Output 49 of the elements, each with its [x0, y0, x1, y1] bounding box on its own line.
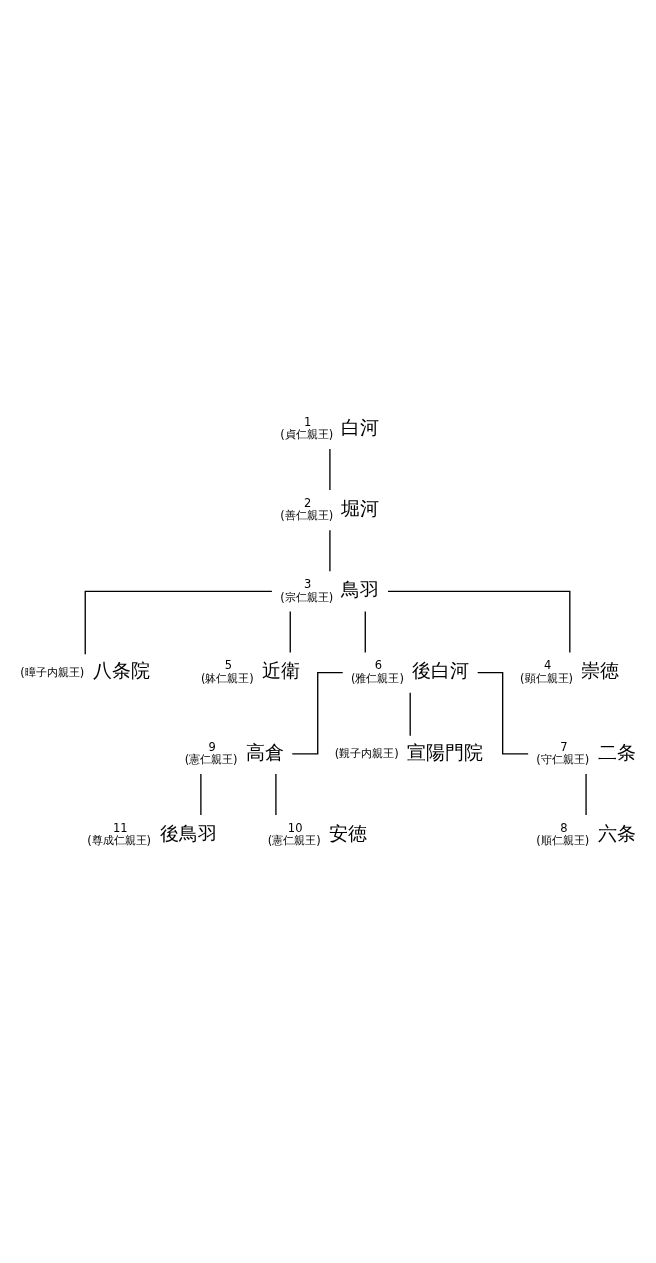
- node-label: (雅仁親王): [350, 670, 404, 685]
- connector: [476, 671, 529, 755]
- node-label: (宗仁親王): [280, 589, 334, 604]
- node-text: 六条: [597, 821, 636, 845]
- node-label: (躰仁親王): [200, 670, 254, 685]
- connector: [329, 529, 331, 572]
- node-label: (順仁親王): [536, 832, 590, 847]
- node-label: 1: [304, 414, 312, 429]
- node-text: 二条: [597, 740, 636, 764]
- connector: [275, 772, 277, 816]
- node-label: 8: [560, 820, 568, 835]
- node-text: 後鳥羽: [159, 821, 217, 845]
- node-text: 高倉: [245, 740, 284, 764]
- connector: [329, 447, 331, 491]
- node-label: 9: [208, 739, 216, 754]
- node-label: 2: [304, 495, 312, 510]
- node-text: 安徳: [328, 821, 367, 845]
- connector: [409, 691, 411, 736]
- node-text: 堀河: [341, 496, 380, 520]
- connector: [585, 772, 587, 816]
- node-label: 3: [304, 576, 312, 591]
- node-label: (憲仁親王): [267, 832, 321, 847]
- connector: [200, 772, 202, 816]
- node-label: 11: [112, 820, 128, 835]
- connector: [291, 671, 344, 755]
- node-label: 6: [374, 657, 383, 672]
- node-label: (憲仁親王): [184, 751, 238, 766]
- node-label: (守仁親王): [536, 751, 590, 766]
- node-text: 後白河: [412, 658, 470, 682]
- node-text: 宣陽門院: [407, 740, 484, 764]
- connector: [84, 590, 273, 655]
- node-label: 5: [224, 657, 233, 672]
- node-label: (顕仁親王): [520, 670, 574, 685]
- node-label: (覲子内親王): [334, 745, 399, 760]
- node-text: 八条院: [92, 658, 150, 682]
- node-label: 7: [560, 739, 568, 754]
- node-text: 白河: [341, 415, 380, 439]
- node-label: 10: [287, 820, 303, 835]
- node-label: (善仁親王): [280, 507, 334, 522]
- node-text: 崇徳: [581, 658, 620, 682]
- node-label: (尊成仁親王): [87, 832, 152, 847]
- node-text: 近衛: [262, 658, 301, 682]
- node-text: 鳥羽: [341, 577, 380, 601]
- connector: [387, 590, 571, 653]
- node-label: (貞仁親王): [280, 426, 334, 441]
- node-label: (暲子内親王): [20, 664, 85, 679]
- connector: [289, 610, 291, 653]
- node-label: 4: [544, 657, 552, 672]
- connector: [364, 610, 366, 653]
